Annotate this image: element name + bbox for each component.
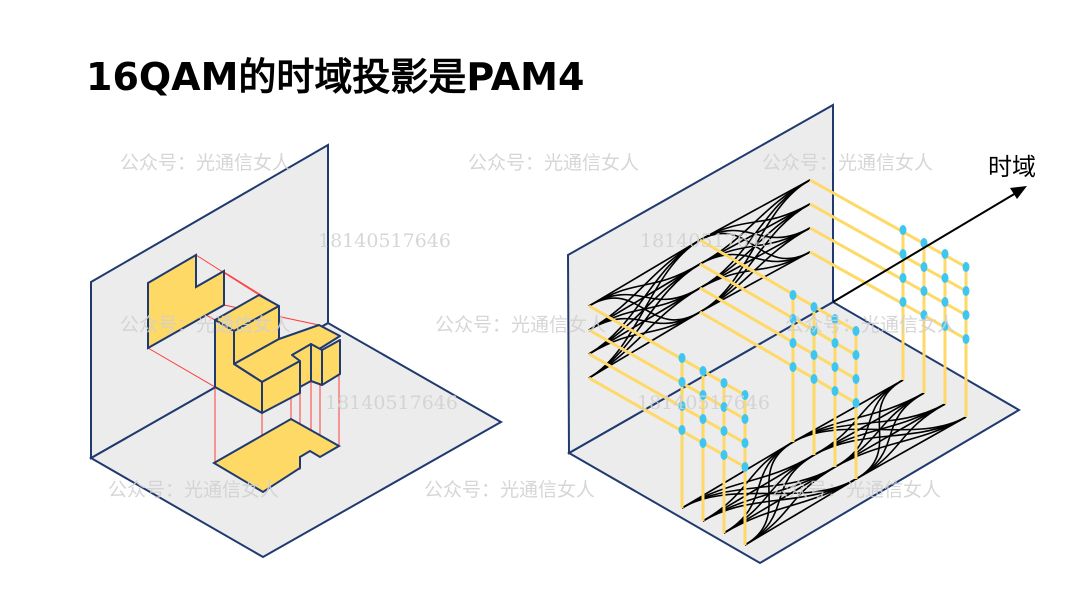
constellation-dot [810, 326, 818, 336]
constellation-dot [789, 338, 797, 348]
constellation-dot [920, 238, 928, 248]
constellation-dot [741, 390, 749, 400]
constellation-dot [741, 414, 749, 424]
yellow-projection-line [809, 202, 967, 293]
yellow-projection-line [588, 376, 746, 469]
constellation-dot [699, 438, 707, 448]
constellation-dot [941, 273, 949, 283]
yellow-projection-line [699, 262, 857, 357]
constellation-dot [810, 350, 818, 360]
left-figure [88, 143, 504, 559]
constellation-dot [678, 401, 686, 411]
constellation-dot [699, 390, 707, 400]
wall-eye-trace [699, 251, 811, 313]
right-figure [566, 103, 1027, 565]
wall-eye-trace [588, 287, 701, 379]
constellation-dot [962, 262, 970, 272]
yellow-projection-line [588, 304, 746, 397]
time-axis-arrow [832, 186, 1027, 303]
wall-eye-trace [699, 227, 811, 313]
slide-title: 16QAM的时域投影是PAM4 [86, 55, 585, 99]
yellow-projection-line [588, 352, 746, 445]
constellation-dot [852, 326, 860, 336]
constellation-dot [678, 425, 686, 435]
arrow-head-icon [1010, 186, 1027, 199]
wall-eye-trace [588, 239, 701, 379]
wall-eye-trace [588, 311, 701, 379]
constellation-dot [941, 249, 949, 259]
3d-object [214, 294, 341, 414]
floor-projection-shape [212, 417, 342, 494]
constellation-dot [962, 286, 970, 296]
constellation-dot [920, 286, 928, 296]
yellow-projection-line [809, 178, 967, 269]
constellation-dot [810, 374, 818, 384]
constellation-points [678, 225, 970, 472]
constellation-dot [699, 366, 707, 376]
constellation-dot [699, 414, 707, 424]
constellation-dot [831, 314, 839, 324]
yellow-projection-line [699, 286, 857, 381]
constellation-dot [852, 374, 860, 384]
yellow-projection-line [809, 250, 967, 341]
floor-eye-trace [855, 379, 904, 480]
constellation-dot [831, 338, 839, 348]
constellation-dot [920, 262, 928, 272]
constellation-dot [789, 290, 797, 300]
constellation-dot [720, 426, 728, 436]
constellation-dot [899, 297, 907, 307]
constellation-dot [831, 386, 839, 396]
yellow-projection-line [588, 328, 746, 421]
constellation-dot [810, 302, 818, 312]
constellation-dot [962, 310, 970, 320]
wall-eye-trace [588, 263, 701, 379]
constellation-dot [899, 273, 907, 283]
constellation-dot [678, 377, 686, 387]
constellation-dot [720, 402, 728, 412]
constellation-dot [941, 321, 949, 331]
yellow-projection-line [809, 226, 967, 317]
yellow-projection-line [699, 310, 857, 405]
constellation-dot [941, 297, 949, 307]
time-domain-label: 时域 [988, 153, 1036, 181]
constellation-dot [789, 362, 797, 372]
floor-eye-trace [744, 478, 857, 546]
constellation-dot [741, 438, 749, 448]
constellation-dot [899, 225, 907, 235]
floor-eye-trace [855, 403, 946, 480]
wall-eye-trace [699, 179, 811, 313]
constellation-dot [831, 362, 839, 372]
constellation-dot [741, 462, 749, 472]
constellation-dot [789, 314, 797, 324]
constellation-dot [852, 350, 860, 360]
constellation-dot [920, 310, 928, 320]
constellation-dot [720, 378, 728, 388]
floor-eye-trace [744, 441, 794, 546]
yellow-projection-line [699, 238, 857, 333]
floor-eye-trace [744, 454, 815, 546]
floor-eye-trace [855, 392, 925, 480]
constellation-dot [720, 450, 728, 460]
wall-projection-shape [147, 253, 225, 350]
eye-diagrams [588, 179, 967, 546]
constellation-dot [678, 353, 686, 363]
constellation-dot [962, 334, 970, 344]
wall-eye-trace [699, 203, 811, 313]
constellation-dot [852, 398, 860, 408]
constellation-dot [899, 249, 907, 259]
floor-eye-trace [855, 416, 967, 480]
